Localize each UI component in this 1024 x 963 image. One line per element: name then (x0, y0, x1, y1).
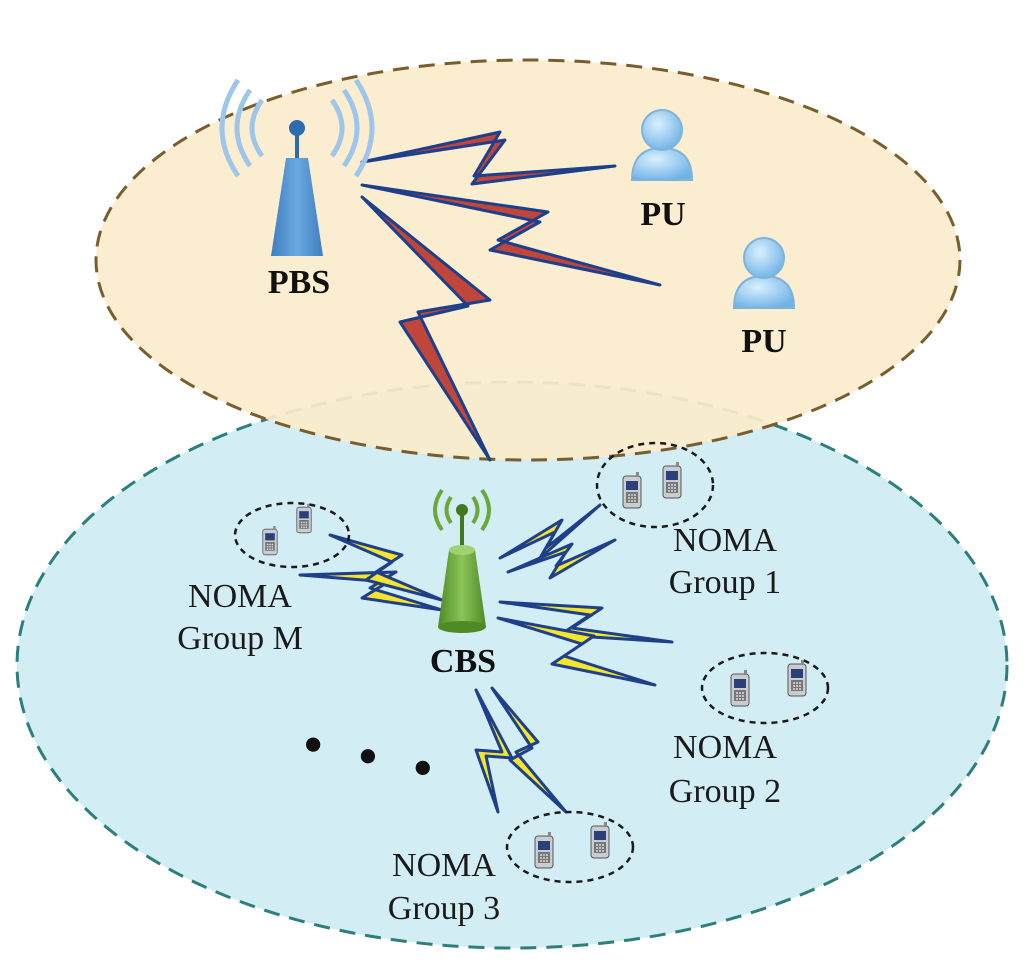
antenna-tower-icon (219, 78, 375, 256)
cbs-group2-link-b (496, 616, 657, 687)
cbs-group1-link-a (498, 503, 602, 560)
primary-network-zone (94, 58, 962, 462)
group-1-label-line2: Group 1 (669, 564, 781, 601)
mobile-phone-icon (590, 821, 610, 859)
mobile-phone-icon (534, 831, 554, 869)
mobile-phone-icon (787, 659, 807, 697)
mobile-phone-icon (262, 525, 278, 556)
pu2-node: PU (733, 237, 795, 360)
pbs-cbs-link (360, 195, 492, 462)
noma-group-2: NOMA Group 2 (669, 651, 830, 810)
group-m-label-line1: NOMA (188, 578, 292, 615)
group-boundary (595, 441, 715, 529)
noma-group-1: NOMA Group 1 (595, 441, 781, 601)
mobile-phone-icon (622, 471, 642, 509)
pu2-label: PU (741, 323, 786, 360)
pbs-pu2-link (360, 183, 662, 287)
pu1-label: PU (640, 196, 685, 233)
group-boundary (700, 651, 830, 725)
group-3-label-line2: Group 3 (388, 890, 500, 927)
antenna-tower-icon (433, 488, 491, 633)
noma-group-3: NOMA Group 3 (388, 810, 635, 927)
group-1-label-line1: NOMA (673, 522, 777, 559)
group-boundary (233, 501, 351, 569)
cbs-group1-link-b (506, 538, 617, 580)
group-2-label-line1: NOMA (673, 729, 777, 766)
mobile-phone-icon (296, 503, 312, 534)
noma-group-m: NOMA Group M (177, 501, 351, 657)
primary-links (360, 130, 662, 462)
cbs-label: CBS (430, 643, 496, 680)
pbs-node: PBS (219, 78, 375, 301)
group-2-label-line2: Group 2 (669, 773, 781, 810)
group-m-label-line2: Group M (177, 620, 303, 657)
mobile-phone-icon (662, 461, 682, 499)
cbs-node: CBS (430, 488, 496, 680)
pu1-node: PU (631, 109, 693, 233)
pbs-pu1-link (360, 130, 617, 186)
secondary-network-zone (15, 380, 1009, 950)
mobile-phone-icon (730, 669, 750, 707)
group-boundary (505, 810, 635, 884)
group-3-label-line1: NOMA (392, 847, 496, 884)
pbs-label: PBS (268, 264, 330, 301)
